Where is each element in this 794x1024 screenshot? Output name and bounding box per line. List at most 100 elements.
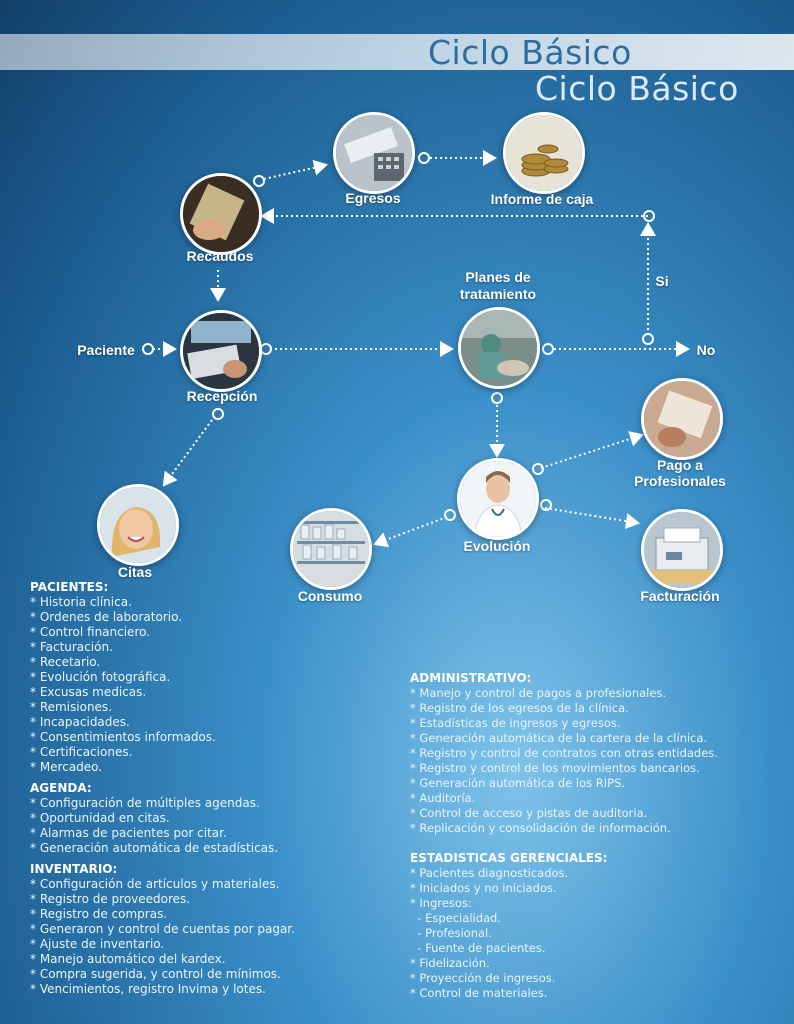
connector-dot	[643, 210, 655, 222]
consumo-label: Consumo	[297, 588, 363, 604]
evolucion-photo	[457, 458, 539, 540]
list-item: * Vencimientos, registro Invima y lotes.	[30, 982, 266, 996]
list-item: * Certificaciones.	[30, 745, 133, 759]
pacientes-heading: PACIENTES:	[30, 580, 109, 594]
planes-photo	[458, 307, 540, 389]
list-item: - Profesional.	[410, 926, 492, 940]
list-item: * Oportunidad en citas.	[30, 811, 170, 825]
list-item: * Auditoría.	[410, 791, 476, 805]
list-item: * Generación automática de los RIPS.	[410, 776, 626, 790]
money-hand-icon	[183, 176, 259, 252]
list-item: * Consentimientos informados.	[30, 730, 216, 744]
connector-dot	[142, 343, 154, 355]
list-item: * Registro y control de los movimientos …	[410, 761, 700, 775]
connector-dot	[212, 408, 224, 420]
list-item: * Registro y control de contratos con ot…	[410, 746, 718, 760]
citas-photo	[97, 484, 179, 566]
list-item: * Ajuste de inventario.	[30, 937, 165, 951]
recepcion-label: Recepción	[186, 388, 258, 404]
page-title-reflection: Ciclo Básico	[535, 69, 739, 108]
arrow-evolucion-facturacion	[544, 507, 640, 529]
list-item: * Evolución fotográfica.	[30, 670, 171, 684]
no-label: No	[696, 342, 716, 358]
recepcion-photo	[180, 310, 262, 392]
evolucion-label: Evolución	[463, 538, 531, 554]
facturacion-photo	[641, 509, 723, 591]
si-label: Si	[655, 273, 669, 289]
estadisticas-section: ESTADISTICAS GERENCIALES: * Pacientes di…	[410, 851, 607, 1001]
printer-icon	[644, 512, 720, 588]
egresos-label: Egresos	[345, 190, 401, 206]
planes-label: Planes de tratamiento	[459, 269, 537, 302]
pago-photo	[641, 378, 723, 460]
connector-dot	[444, 509, 456, 521]
list-item: * Generaron y control de cuentas por pag…	[30, 922, 295, 936]
list-item: * Manejo automático del kardex.	[30, 952, 226, 966]
list-item: * Replicación y consolidación de informa…	[410, 821, 671, 835]
arrow-recaudos-egresos	[263, 159, 328, 180]
list-item: * Historia clínica.	[30, 595, 132, 609]
informe-caja-photo	[503, 112, 585, 194]
list-item: * Alarmas de pacientes por citar.	[30, 826, 227, 840]
administrativo-section: ADMINISTRATIVO: * Manejo y control de pa…	[410, 671, 718, 836]
list-item: * Ingresos:	[410, 896, 472, 910]
informe-caja-label: Informe de caja	[490, 191, 594, 207]
connector-dot	[418, 152, 430, 164]
arrow-evolucion-consumo	[373, 516, 448, 548]
doctor-icon	[460, 461, 536, 537]
list-item: * Control de acceso y pistas de auditori…	[410, 806, 648, 820]
woman-smiling-icon	[100, 487, 176, 563]
list-item: - Especialidad.	[410, 911, 502, 925]
connector-dot	[642, 333, 654, 345]
connector-dot	[540, 499, 552, 511]
list-item: - Fuente de pacientes.	[410, 941, 546, 955]
connector-dot	[491, 392, 503, 404]
page-title: Ciclo Básico	[428, 33, 632, 72]
agenda-heading: AGENDA:	[30, 781, 92, 795]
list-item: * Compra sugerida, y control de mínimos.	[30, 967, 281, 981]
list-item: * Generación automática de la cartera de…	[410, 731, 708, 745]
list-item: * Registro de los egresos de la clínica.	[410, 701, 629, 715]
list-item: * Estadísticas de ingresos y egresos.	[410, 716, 621, 730]
egresos-photo	[333, 112, 415, 194]
list-item: * Iniciados y no iniciados.	[410, 881, 557, 895]
list-item: * Configuración de múltiples agendas.	[30, 796, 260, 810]
list-item: * Ordenes de laboratorio.	[30, 610, 183, 624]
facturacion-label: Facturación	[640, 588, 720, 604]
header-band	[0, 34, 794, 70]
recaudos-label: Recaudos	[186, 248, 254, 264]
list-item: * Incapacidades.	[30, 715, 130, 729]
keyboard-icon	[183, 313, 259, 389]
administrativo-heading: ADMINISTRATIVO:	[410, 671, 532, 685]
list-item: * Remisiones.	[30, 700, 113, 714]
list-item: * Excusas medicas.	[30, 685, 147, 699]
list-item: * Recetario.	[30, 655, 101, 669]
list-item: * Pacientes diagnosticados.	[410, 866, 569, 880]
list-item: * Control de materiales.	[410, 986, 548, 1000]
citas-label: Citas	[117, 564, 153, 580]
inventario-heading: INVENTARIO:	[30, 862, 118, 876]
calculator-icon	[336, 115, 412, 191]
pacientes-section: PACIENTES: * Historia clínica. * Ordenes…	[30, 580, 295, 997]
list-item: * Proyección de ingresos.	[410, 971, 556, 985]
connector-dot	[253, 175, 265, 187]
list-item: * Generación automática de estadísticas.	[30, 841, 279, 855]
signing-icon	[644, 381, 720, 457]
dentist-icon	[461, 310, 537, 386]
arrow-recepcion-citas	[162, 419, 213, 487]
connector-dot	[542, 343, 554, 355]
recaudos-photo	[180, 173, 262, 255]
list-item: * Fidelización.	[410, 956, 490, 970]
connector-dot	[260, 343, 272, 355]
paciente-label: Paciente	[77, 342, 135, 358]
list-item: * Configuración de artículos y materiale…	[30, 877, 280, 891]
list-item: * Facturación.	[30, 640, 113, 654]
list-item: * Manejo y control de pagos a profesiona…	[410, 686, 667, 700]
connector-dot	[532, 463, 544, 475]
consumo-photo	[290, 508, 372, 590]
coins-icon	[506, 115, 582, 191]
list-item: * Mercadeo.	[30, 760, 103, 774]
list-item: * Registro de compras.	[30, 907, 168, 921]
estadisticas-heading: ESTADISTICAS GERENCIALES:	[410, 851, 608, 865]
